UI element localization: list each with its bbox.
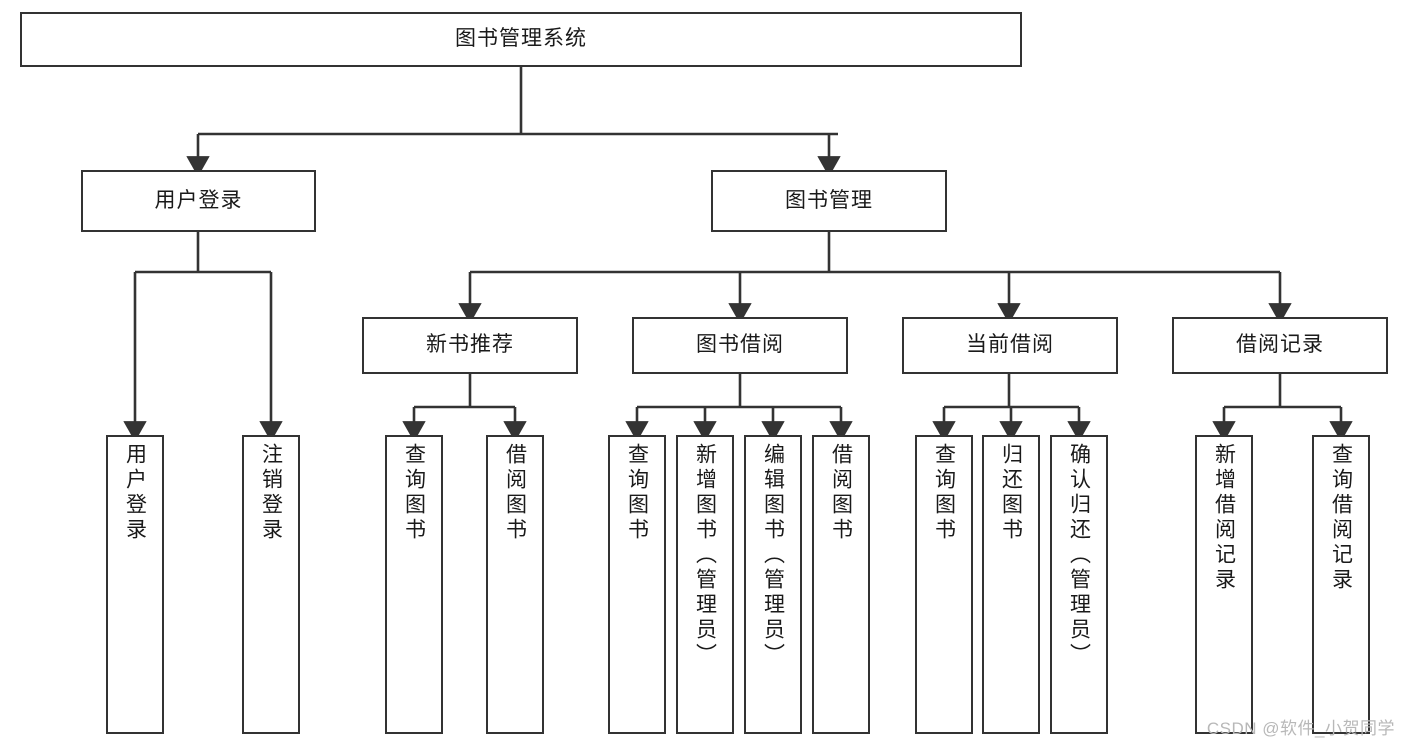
- node-user-login-label: 用户登录: [154, 188, 243, 212]
- node-leaf-borrow-add[interactable]: 新增图书（管理员）: [676, 435, 734, 734]
- node-leaf-rec-search-label: 查询借阅记录: [1329, 443, 1353, 593]
- node-leaf-rec-borrow[interactable]: 借阅图书: [486, 435, 544, 734]
- node-new-book-rec[interactable]: 新书推荐: [362, 317, 578, 374]
- node-leaf-borrow-query-label: 查询图书: [625, 443, 649, 543]
- node-new-book-rec-label: 新书推荐: [426, 333, 514, 357]
- node-leaf-rec-add-label: 新增借阅记录: [1212, 443, 1236, 593]
- node-root[interactable]: 图书管理系统: [20, 12, 1022, 67]
- node-leaf-user-login-label: 用户登录: [123, 443, 147, 543]
- node-leaf-cur-return[interactable]: 归还图书: [982, 435, 1040, 734]
- node-leaf-borrow-edit-label: 编辑图书（管理员）: [761, 443, 785, 668]
- node-borrow-record[interactable]: 借阅记录: [1172, 317, 1388, 374]
- node-root-label: 图书管理系统: [455, 27, 587, 51]
- node-leaf-cur-return-label: 归还图书: [999, 443, 1023, 543]
- node-leaf-cur-query[interactable]: 查询图书: [915, 435, 973, 734]
- node-borrow-record-label: 借阅记录: [1236, 333, 1324, 357]
- node-leaf-borrow-edit[interactable]: 编辑图书（管理员）: [744, 435, 802, 734]
- node-leaf-cur-query-label: 查询图书: [932, 443, 956, 543]
- node-book-manage-label: 图书管理: [785, 188, 873, 212]
- watermark-text: CSDN @软件_小贺同学: [1206, 719, 1395, 738]
- node-leaf-cur-confirm[interactable]: 确认归还（管理员）: [1050, 435, 1108, 734]
- node-leaf-borrow-add-label: 新增图书（管理员）: [693, 443, 717, 668]
- node-leaf-rec-query[interactable]: 查询图书: [385, 435, 443, 734]
- node-book-manage[interactable]: 图书管理: [711, 170, 947, 232]
- node-current-borrow[interactable]: 当前借阅: [902, 317, 1118, 374]
- node-book-borrow-label: 图书借阅: [696, 333, 784, 357]
- node-leaf-user-logout-label: 注销登录: [259, 443, 283, 543]
- node-leaf-user-logout[interactable]: 注销登录: [242, 435, 300, 734]
- node-leaf-borrow-query[interactable]: 查询图书: [608, 435, 666, 734]
- node-leaf-rec-add[interactable]: 新增借阅记录: [1195, 435, 1253, 734]
- node-leaf-rec-borrow-label: 借阅图书: [503, 443, 527, 543]
- node-leaf-user-login[interactable]: 用户登录: [106, 435, 164, 734]
- node-user-login[interactable]: 用户登录: [81, 170, 316, 232]
- node-book-borrow[interactable]: 图书借阅: [632, 317, 848, 374]
- node-current-borrow-label: 当前借阅: [966, 333, 1054, 357]
- node-leaf-cur-confirm-label: 确认归还（管理员）: [1067, 443, 1091, 668]
- node-leaf-rec-search[interactable]: 查询借阅记录: [1312, 435, 1370, 734]
- node-leaf-borrow-do-label: 借阅图书: [829, 443, 853, 543]
- node-leaf-borrow-do[interactable]: 借阅图书: [812, 435, 870, 734]
- node-leaf-rec-query-label: 查询图书: [402, 443, 426, 543]
